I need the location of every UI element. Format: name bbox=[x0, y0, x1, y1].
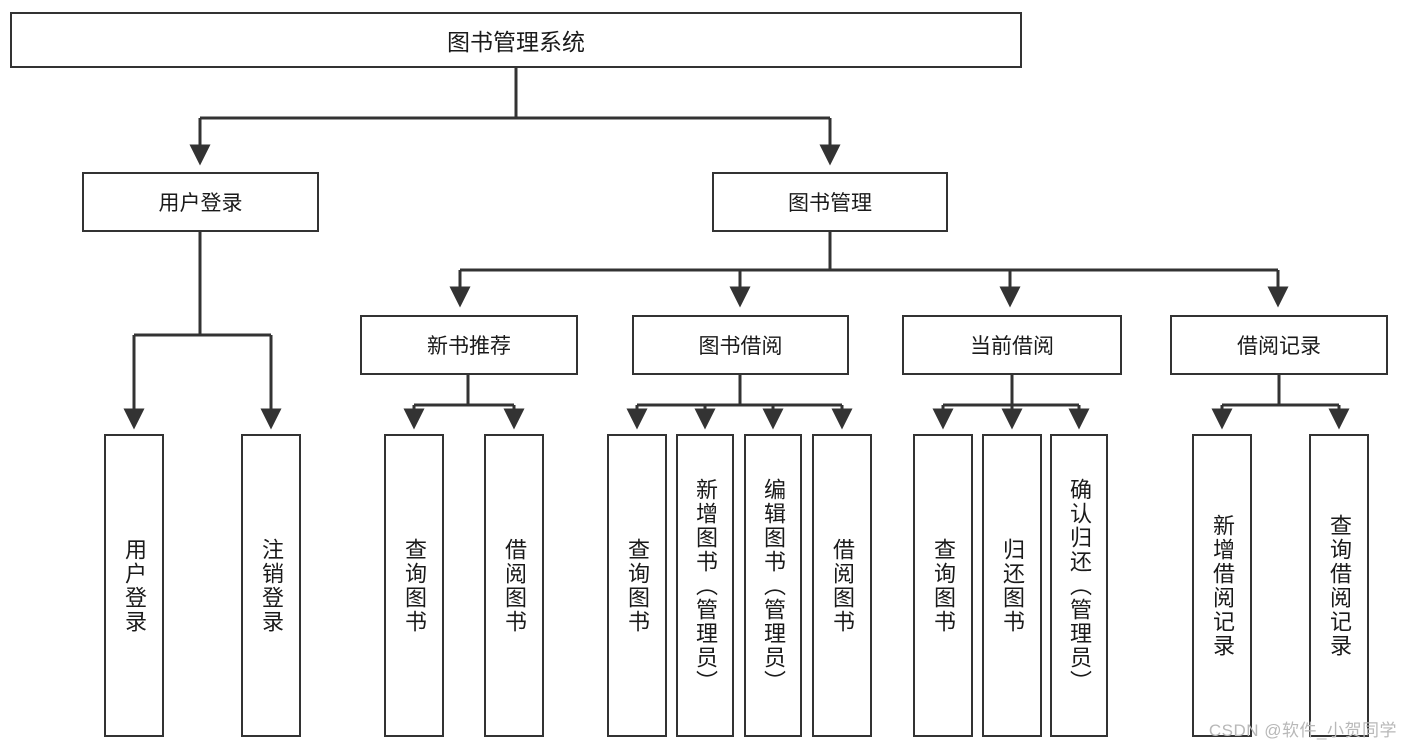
node-current-borrow[interactable]: 当前借阅 bbox=[902, 315, 1122, 375]
node-current-borrow-label: 当前借阅 bbox=[970, 335, 1054, 358]
leaf-borrow-book[interactable]: 借阅图书 bbox=[812, 434, 872, 737]
leaf-add-borrow-record-label: 新增借阅记录 bbox=[1210, 513, 1235, 658]
node-new-book-recommend[interactable]: 新书推荐 bbox=[360, 315, 578, 375]
leaf-query-book-borrow[interactable]: 查询图书 bbox=[607, 434, 667, 737]
leaf-borrow-book-label: 借阅图书 bbox=[830, 537, 855, 634]
node-book-management-label: 图书管理 bbox=[788, 192, 872, 215]
leaf-borrow-book-recommend[interactable]: 借阅图书 bbox=[484, 434, 544, 737]
leaf-edit-book-admin-label: 编辑图书（管理员） bbox=[761, 477, 786, 694]
leaf-edit-book-admin[interactable]: 编辑图书（管理员） bbox=[744, 434, 802, 737]
leaf-query-book-current-label: 查询图书 bbox=[931, 537, 956, 634]
leaf-user-login[interactable]: 用户登录 bbox=[104, 434, 164, 737]
leaf-query-book-current[interactable]: 查询图书 bbox=[913, 434, 973, 737]
node-borrow-records[interactable]: 借阅记录 bbox=[1170, 315, 1388, 375]
leaf-return-book-label: 归还图书 bbox=[1000, 537, 1025, 634]
leaf-add-book-admin-label: 新增图书（管理员） bbox=[693, 477, 718, 694]
leaf-add-borrow-record[interactable]: 新增借阅记录 bbox=[1192, 434, 1252, 737]
leaf-logout[interactable]: 注销登录 bbox=[241, 434, 301, 737]
node-book-management[interactable]: 图书管理 bbox=[712, 172, 948, 232]
leaf-logout-label: 注销登录 bbox=[259, 537, 284, 634]
leaf-add-book-admin[interactable]: 新增图书（管理员） bbox=[676, 434, 734, 737]
node-book-borrow[interactable]: 图书借阅 bbox=[632, 315, 849, 375]
node-book-borrow-label: 图书借阅 bbox=[698, 335, 783, 358]
leaf-borrow-book-recommend-label: 借阅图书 bbox=[502, 537, 527, 634]
node-borrow-records-label: 借阅记录 bbox=[1237, 335, 1321, 358]
node-root[interactable]: 图书管理系统 bbox=[10, 12, 1022, 68]
leaf-confirm-return-admin-label: 确认归还（管理员） bbox=[1067, 477, 1092, 694]
leaf-query-borrow-record[interactable]: 查询借阅记录 bbox=[1309, 434, 1369, 737]
node-new-book-recommend-label: 新书推荐 bbox=[427, 335, 511, 358]
leaf-query-borrow-record-label: 查询借阅记录 bbox=[1327, 513, 1352, 658]
leaf-query-book-borrow-label: 查询图书 bbox=[625, 537, 650, 634]
leaf-query-book-recommend-label: 查询图书 bbox=[402, 537, 427, 634]
node-user-login-label: 用户登录 bbox=[158, 192, 243, 215]
leaf-query-book-recommend[interactable]: 查询图书 bbox=[384, 434, 444, 737]
node-user-login[interactable]: 用户登录 bbox=[82, 172, 319, 232]
node-root-label: 图书管理系统 bbox=[447, 29, 585, 55]
leaf-user-login-label: 用户登录 bbox=[122, 537, 147, 634]
leaf-return-book[interactable]: 归还图书 bbox=[982, 434, 1042, 737]
leaf-confirm-return-admin[interactable]: 确认归还（管理员） bbox=[1050, 434, 1108, 737]
